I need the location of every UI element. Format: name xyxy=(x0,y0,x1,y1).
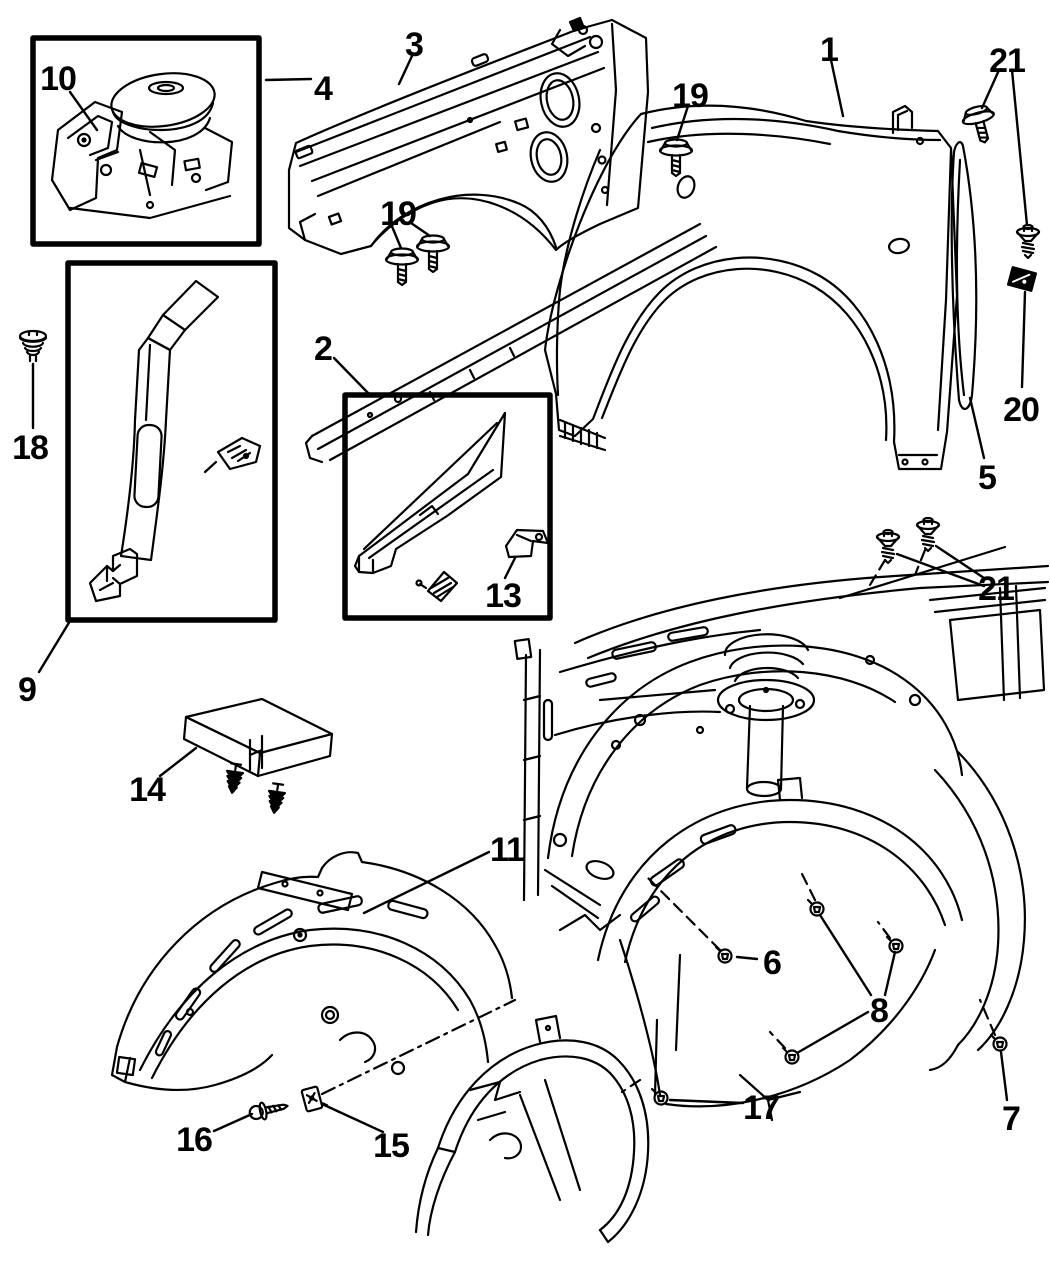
callout-21-leader xyxy=(1010,68,1029,227)
callout-16: 16 xyxy=(176,1121,212,1159)
fastener-icons xyxy=(18,101,1041,1124)
rivet-icon xyxy=(989,1033,1008,1052)
callout-17: 17 xyxy=(743,1089,779,1127)
hex-bolt-icon xyxy=(958,101,1002,148)
callout-4: 4 xyxy=(314,70,333,108)
clip-plate-icon xyxy=(300,1083,329,1113)
callout-8: 8 xyxy=(870,992,888,1030)
callout-14: 14 xyxy=(129,771,166,809)
leader-lines xyxy=(31,54,1029,1134)
callout-17-leader xyxy=(668,1098,745,1105)
callout-14-leader xyxy=(158,746,198,778)
callout-21: 21 xyxy=(978,570,1014,608)
body-structure-view xyxy=(513,545,1050,1122)
callout-21-leader xyxy=(895,552,986,588)
push-pin-icon xyxy=(1015,223,1041,260)
callout-7-leader xyxy=(999,1050,1009,1102)
callout-16-leader xyxy=(212,1112,254,1133)
wheelhouse-liner xyxy=(110,851,514,1091)
callout-9-leader xyxy=(37,619,72,674)
callout-13-leader xyxy=(503,556,517,580)
callout-10-leader xyxy=(68,90,99,132)
callout-19: 19 xyxy=(380,195,416,233)
callout-2: 2 xyxy=(314,330,332,368)
rivet-icon xyxy=(806,898,825,917)
callout-20: 20 xyxy=(1003,391,1039,429)
rocker-rail xyxy=(304,222,718,464)
screw-icon xyxy=(247,1096,291,1124)
callout-21-leader xyxy=(980,68,1001,110)
rivet-icon xyxy=(714,945,733,964)
callout-8-leader xyxy=(795,1010,870,1055)
clip-dark-icon xyxy=(1006,266,1038,292)
callout-19-leader xyxy=(675,104,690,142)
callout-10: 10 xyxy=(40,60,76,98)
inset-box-duct-kit xyxy=(65,260,278,623)
callout-1: 1 xyxy=(820,31,838,69)
callout-11-leader xyxy=(362,850,491,915)
callout-2-leader xyxy=(332,356,373,398)
callout-15-leader xyxy=(320,1102,385,1134)
callout-3: 3 xyxy=(405,26,423,64)
callout-5: 5 xyxy=(978,459,996,497)
callout-6: 6 xyxy=(763,944,781,982)
callout-labels: 10 4 3 19 1 21 19 2 18 205 13 9 14 21 11 6 8 17 7 16 15 xyxy=(12,26,1040,1165)
callout-6-leader xyxy=(735,955,759,961)
inset-box-strut-tower xyxy=(30,35,262,247)
callout-13: 13 xyxy=(485,577,521,615)
callout-4-leader xyxy=(264,77,313,82)
foam-block xyxy=(182,697,334,778)
apron-panel xyxy=(287,16,650,256)
front-fender xyxy=(543,104,959,471)
callout-18: 18 xyxy=(12,429,48,467)
hex-bolt-icon xyxy=(658,138,694,178)
callout-8-leader xyxy=(883,950,897,997)
callout-8-leader xyxy=(818,913,873,997)
callout-21: 21 xyxy=(989,42,1025,80)
push-pin-icon xyxy=(875,528,901,565)
callout-15: 15 xyxy=(373,1127,409,1165)
inset-box-reinforcement xyxy=(342,392,553,621)
callout-20-leader xyxy=(1020,290,1027,389)
callout-1-leader xyxy=(829,58,845,118)
callout-5-leader xyxy=(968,396,986,460)
liner-front-section xyxy=(320,998,650,1244)
pillar-applique xyxy=(950,141,978,410)
callout-21-leader xyxy=(934,544,986,580)
callout-11: 11 xyxy=(490,831,524,869)
callout-7: 7 xyxy=(1002,1100,1020,1138)
hex-bolt-icon xyxy=(415,234,451,274)
callout-19-leader xyxy=(409,221,432,238)
clip-13 xyxy=(504,528,550,559)
callout-19: 19 xyxy=(672,77,708,115)
rivet-icon xyxy=(650,1087,669,1106)
rivet-icon xyxy=(781,1046,800,1065)
grommet-icon xyxy=(18,329,48,363)
callout-19-leader xyxy=(389,222,403,250)
rivet-icon xyxy=(885,935,904,954)
fir-pin-icon xyxy=(265,781,288,816)
callout-3-leader xyxy=(397,54,414,86)
hex-bolt-icon xyxy=(384,247,420,287)
callout-9: 9 xyxy=(18,671,36,709)
